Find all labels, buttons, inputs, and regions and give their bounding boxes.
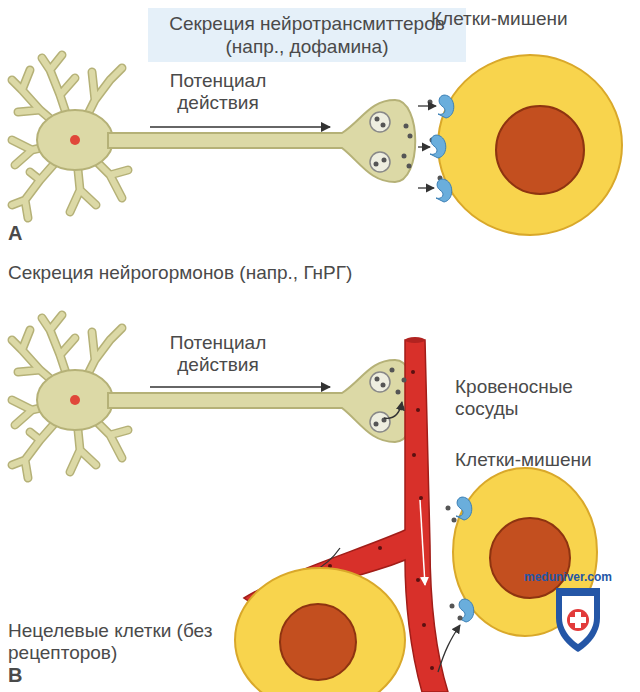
title-band: Секреция нейротрансмиттеров (напр., дофа… xyxy=(148,8,466,62)
signal-label: Потенциал действия xyxy=(133,70,303,114)
panel-letter: B xyxy=(8,664,38,686)
watermark: meduniver.com xyxy=(524,566,634,588)
vessel-label: Кровеносные сосуды xyxy=(455,376,635,420)
target-label: Клетки-мишени xyxy=(455,449,635,471)
panel-letter: A xyxy=(8,222,38,244)
target-label: Клетки-мишени xyxy=(431,8,636,30)
section-heading: Секреция нейрогормонов (напр., ГнРГ) xyxy=(8,262,478,284)
nontarget-label: Нецелевые клетки (без рецепторов) xyxy=(8,620,238,664)
signal-label: Потенциал действия xyxy=(133,332,303,376)
band-text: Секреция нейротрансмиттеров (напр., дофа… xyxy=(158,12,456,58)
